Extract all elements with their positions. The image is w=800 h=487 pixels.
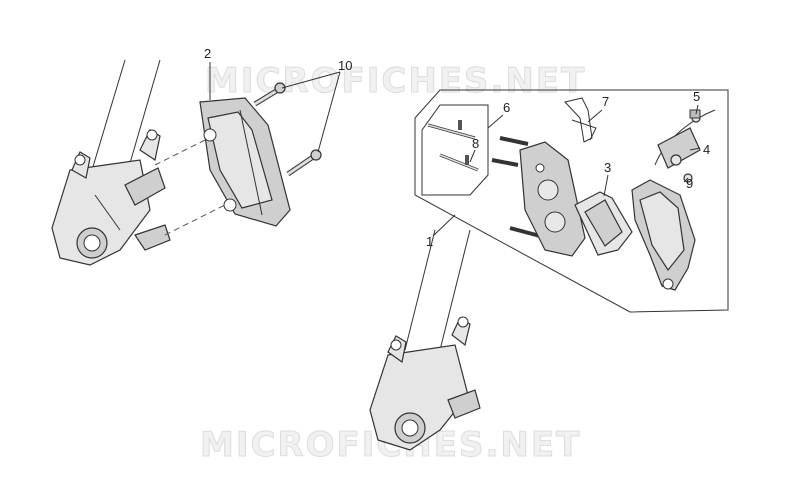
left-fork-leg (51, 59, 171, 266)
callout-5: 5 (693, 89, 700, 104)
leader-lines (209, 62, 701, 237)
callout-3: 3 (604, 160, 611, 175)
pad-pins (427, 120, 479, 172)
kit-caliper-outer-half (631, 179, 696, 291)
lower-fork-leg (369, 229, 481, 451)
callout-1: 1 (426, 234, 433, 249)
callout-6: 6 (503, 100, 510, 115)
callout-9: 9 (686, 176, 693, 191)
callout-8: 8 (472, 136, 479, 151)
caliper-bolts (253, 82, 322, 177)
kit-bolts (491, 136, 541, 238)
pad-spring (564, 97, 597, 143)
callout-10: 10 (338, 58, 352, 73)
brake-hose-fitting (654, 109, 716, 183)
callout-7: 7 (602, 94, 609, 109)
callout-2: 2 (204, 46, 211, 61)
caliper-kit-outline (414, 89, 729, 313)
callout-4: 4 (703, 142, 710, 157)
left-brake-caliper (199, 97, 291, 227)
kit-caliper-inner-half (519, 141, 586, 257)
watermark-top: MICROFICHES.NET (205, 61, 586, 101)
brake-pads (574, 191, 633, 256)
pin-kit-box (421, 104, 489, 196)
